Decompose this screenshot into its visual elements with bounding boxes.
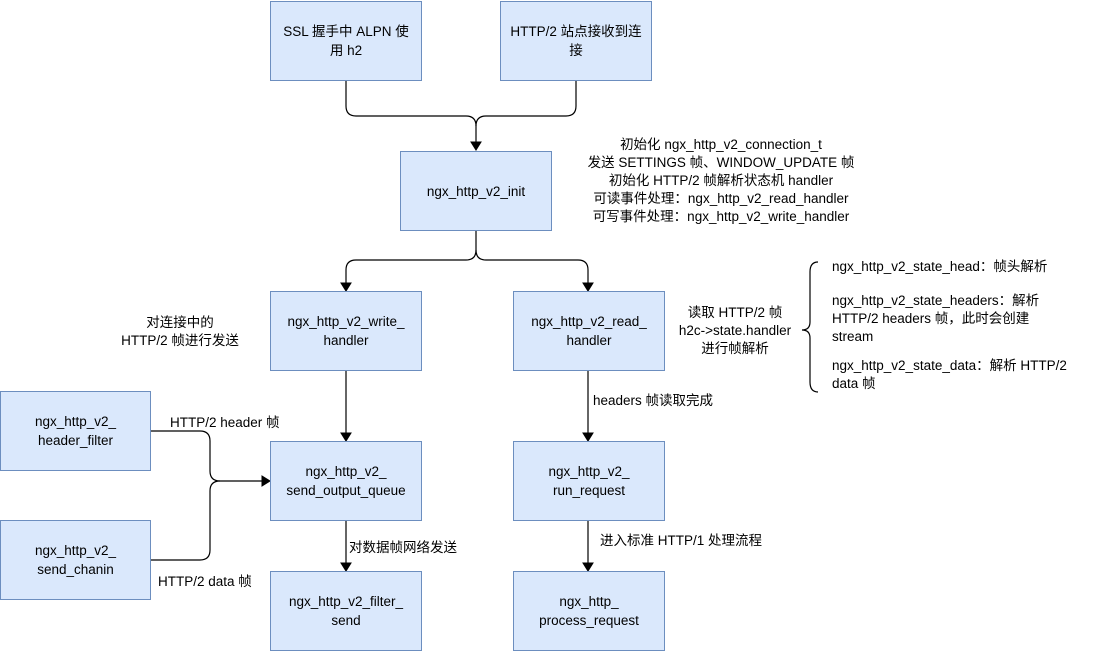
label-state-data: ngx_http_v2_state_data：解析 HTTP/2 data 帧 [832, 358, 1067, 391]
arrowhead [340, 562, 352, 572]
arrowhead [340, 282, 352, 292]
arrowhead [582, 562, 594, 572]
label-init-notes: 初始化 ngx_http_v2_connection_t 发送 SETTINGS… [587, 137, 855, 224]
node-send-chain: ngx_http_v2_ send_chanin [0, 520, 151, 600]
label-data-frame: HTTP/2 data 帧 [158, 574, 252, 589]
edge-init-to-write [345, 231, 477, 283]
edge-ssl-to-init [345, 81, 477, 142]
node-process-request: ngx_http_ process_request [513, 571, 665, 651]
edge-header-filter-to-queue [151, 430, 262, 482]
edge-site-to-init [475, 81, 577, 127]
label-state-headers: ngx_http_v2_state_headers：解析 HTTP/2 head… [832, 293, 1040, 344]
label-headers-done: headers 帧读取完成 [593, 393, 714, 408]
node-header-filter: ngx_http_v2_ header_filter [0, 391, 151, 471]
arrowhead [261, 475, 271, 487]
arrowhead [582, 432, 594, 442]
node-filter-send: ngx_http_v2_filter_ send [270, 571, 422, 651]
arrowhead [470, 141, 482, 151]
label-write-note: 对连接中的 HTTP/2 帧进行发送 [121, 315, 239, 348]
node-send-output-queue: ngx_http_v2_ send_output_queue [270, 441, 422, 521]
node-http2-site: HTTP/2 站点接收到连 接 [500, 1, 652, 81]
state-handlers-brace [801, 261, 819, 393]
node-run-request: ngx_http_v2_ run_request [513, 441, 665, 521]
edge-init-to-read [475, 249, 589, 283]
arrowhead [340, 432, 352, 442]
label-header-frame: HTTP/2 header 帧 [170, 415, 280, 430]
label-state-head: ngx_http_v2_state_head：帧头解析 [832, 259, 1048, 274]
node-ssl-alpn: SSL 握手中 ALPN 使 用 h2 [270, 1, 422, 81]
edge-send-chain-to-queue [151, 480, 221, 561]
label-enter-http1: 进入标准 HTTP/1 处理流程 [600, 533, 763, 548]
label-net-send: 对数据帧网络发送 [349, 540, 457, 555]
node-v2-init: ngx_http_v2_init [400, 151, 552, 231]
node-read-handler: ngx_http_v2_read_ handler [513, 291, 665, 371]
arrowhead [582, 282, 594, 292]
label-read-note: 读取 HTTP/2 帧 h2c->state.handler 进行帧解析 [678, 305, 792, 356]
node-write-handler: ngx_http_v2_write_ handler [270, 291, 422, 371]
